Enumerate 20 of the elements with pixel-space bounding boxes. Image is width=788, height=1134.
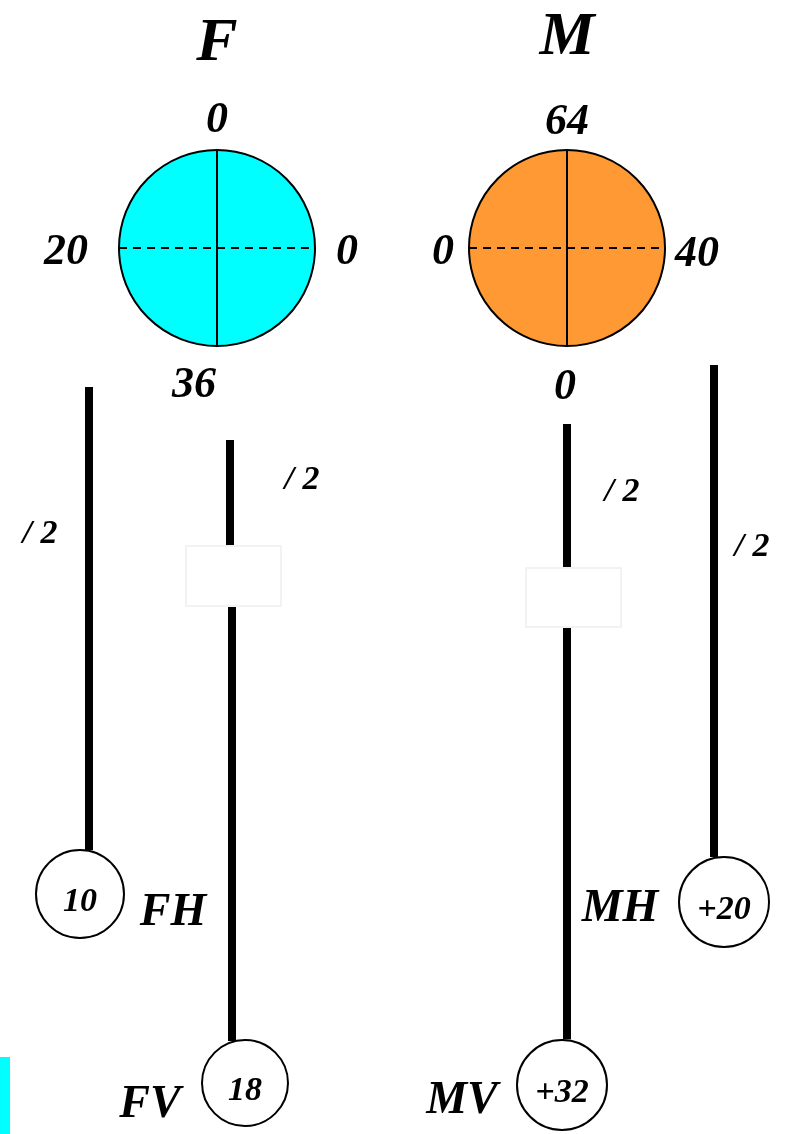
value-label: 0 [432,228,454,272]
circle-node: 10 [35,849,125,939]
connector-line [563,628,571,1040]
circle-node: +20 [678,856,770,948]
value-label: 64 [545,98,589,142]
connector-line [228,607,236,1041]
circle-node: +32 [516,1039,608,1131]
value-label: FH [139,887,207,933]
value-label: 36 [172,361,216,405]
value-label: MH [581,883,659,929]
circle-node: 18 [201,1039,289,1127]
value-label: 40 [675,230,719,274]
value-label: 0 [336,228,358,272]
heading: M [539,2,595,64]
value-label: 20 [44,228,88,272]
empty-box [185,545,282,607]
value-label: 0 [206,96,228,140]
empty-box [525,567,622,628]
value-label: 0 [554,363,576,407]
heading: F [196,8,238,70]
